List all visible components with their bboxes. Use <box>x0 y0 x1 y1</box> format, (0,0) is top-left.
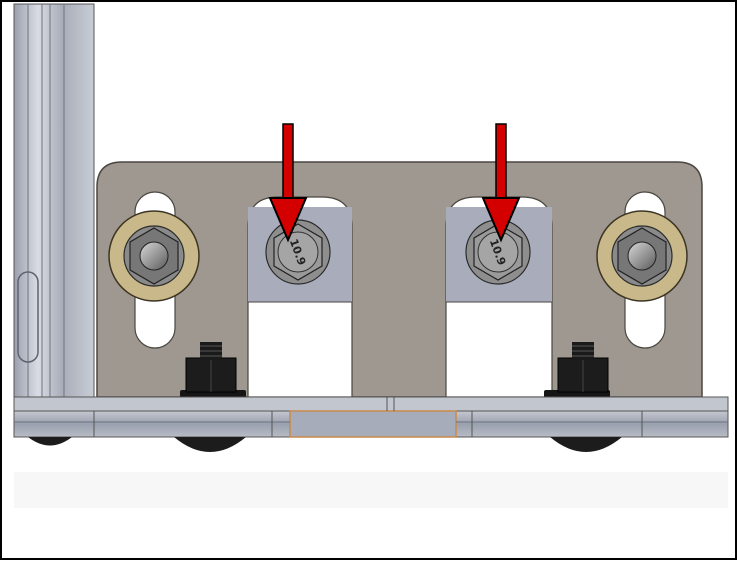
ground-pattern <box>14 472 728 508</box>
left-tnut <box>180 342 246 402</box>
left-center-bolt: 10.9 <box>265 219 331 285</box>
bottom-knobs <box>28 437 622 452</box>
vertical-extrusion <box>13 3 95 435</box>
right-arrow <box>481 123 521 243</box>
left-arrow <box>268 123 308 243</box>
horizontal-rail <box>13 396 729 438</box>
right-washer-bolt <box>596 210 688 302</box>
right-center-bolt: 10.9 <box>465 219 531 285</box>
left-washer-bolt <box>108 210 200 302</box>
